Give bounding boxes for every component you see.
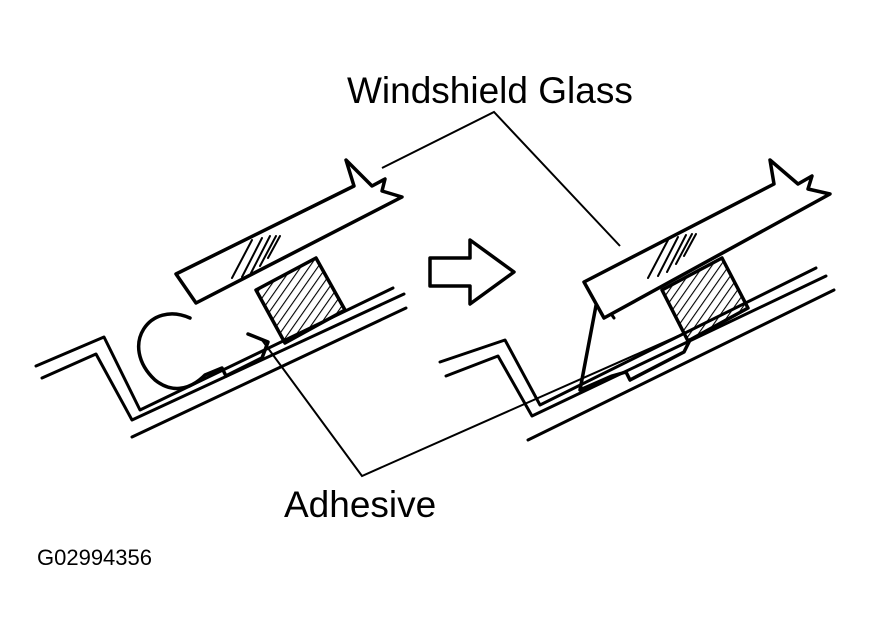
left-windshield-glass (174, 158, 404, 305)
left-lower-line (130, 306, 408, 439)
leader-lines (261, 110, 679, 478)
left-adhesive-block (254, 256, 347, 345)
left-body-panel-inner (40, 292, 406, 422)
right-lower-line (526, 288, 836, 442)
glass-leader (381, 110, 621, 247)
right-assembly (438, 158, 836, 442)
windshield-glass-label: Windshield Glass (347, 70, 633, 111)
figure-code: G02994356 (37, 545, 152, 570)
adhesive-label: Adhesive (284, 484, 437, 525)
right-molding (578, 293, 692, 392)
right-body-panel-inner (444, 274, 828, 418)
left-molding (136, 312, 270, 391)
right-glass-shine (647, 233, 697, 279)
adhesive-leader (261, 335, 679, 478)
left-glass-shine (231, 235, 281, 279)
right-windshield-glass (582, 158, 832, 320)
right-adhesive-block (660, 256, 750, 343)
right-arrow-icon (428, 238, 516, 306)
left-assembly (34, 158, 408, 439)
